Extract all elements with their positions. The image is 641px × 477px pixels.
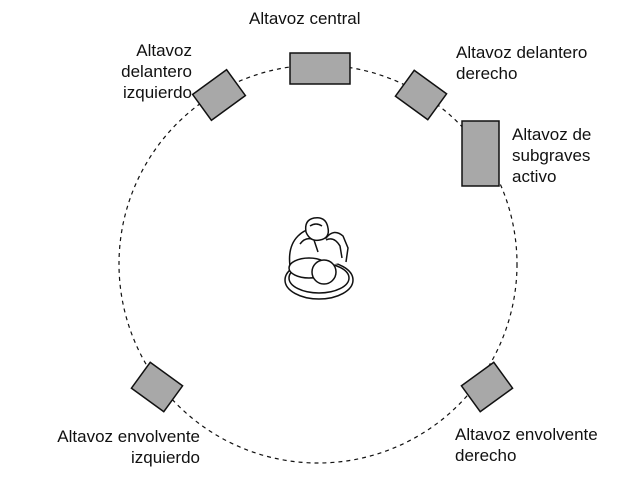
speaker-subwoofer xyxy=(461,120,500,187)
speaker-surround-left xyxy=(130,361,184,413)
label-center: Altavoz central xyxy=(249,9,361,28)
speaker-center xyxy=(289,52,351,85)
speaker-front-right xyxy=(394,69,448,121)
speaker-surround-right xyxy=(460,361,514,413)
label-surround-left: Altavoz envolvente izquierdo xyxy=(57,427,200,467)
speaker-front-left xyxy=(191,68,247,122)
label-subwoofer: Altavoz de subgraves activo xyxy=(512,125,592,186)
label-front-left: Altavoz delantero izquierdo xyxy=(121,41,192,102)
label-surround-right: Altavoz envolvente derecho xyxy=(455,425,598,465)
listener-icon xyxy=(284,216,354,300)
label-front-right: Altavoz delantero derecho xyxy=(456,43,588,83)
